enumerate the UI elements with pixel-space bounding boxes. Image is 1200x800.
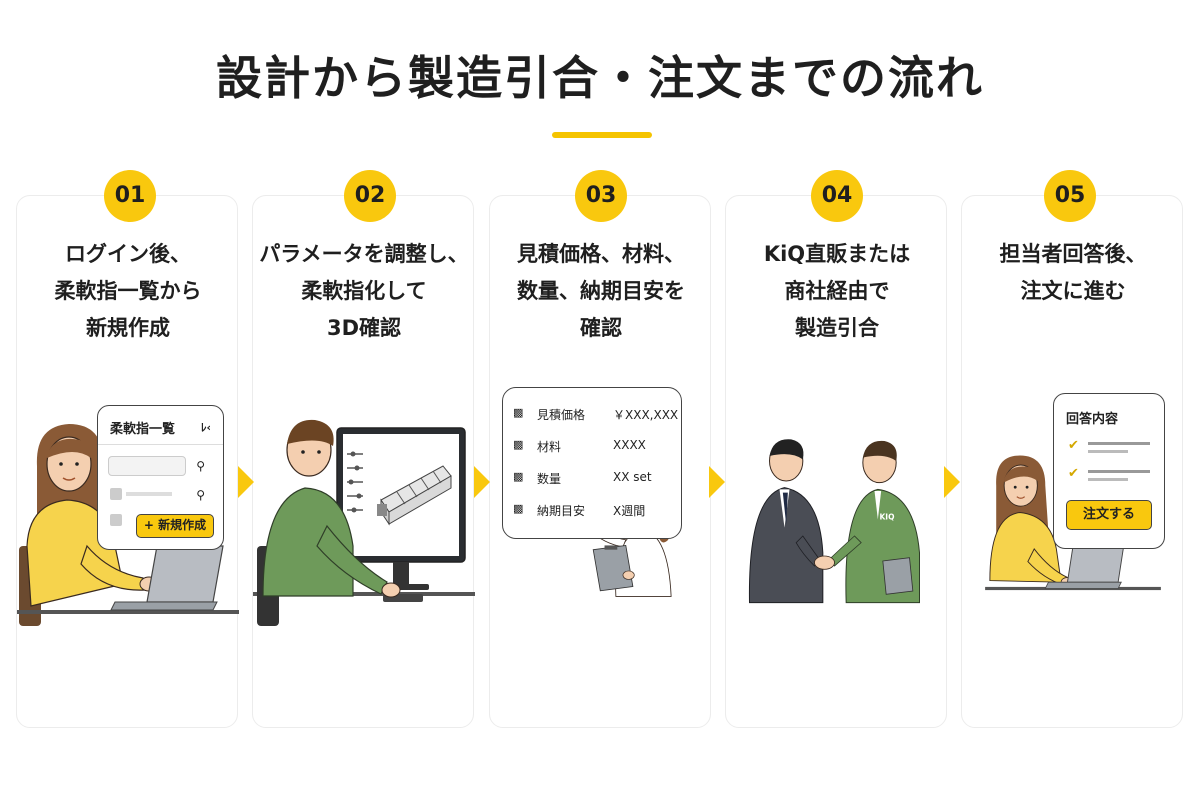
row-label: 数量 <box>537 472 562 486</box>
row-value: ￥XXX,XXX <box>613 408 679 422</box>
step-line: 確認 <box>580 316 622 340</box>
step-line: 3D確認 <box>326 316 402 340</box>
response-line <box>1088 478 1128 481</box>
response-line <box>1088 450 1128 453</box>
step-card-4: KiQ直販または 商社経由で 製造引合 KIQ <box>725 195 947 728</box>
search-icon[interactable]: ⚲ <box>196 459 205 473</box>
step-line: 注文に進む <box>1020 279 1126 303</box>
step-line: ログイン後、 <box>65 242 191 266</box>
step-line: 見積価格、材料、 <box>517 242 685 266</box>
step-badge-5: 05 <box>1044 170 1096 222</box>
step-line: 新規作成 <box>86 316 170 340</box>
page-title: 設計から製造引合・注文までの流れ <box>216 51 984 105</box>
step-card-2: パラメータを調整し、 柔軟指化して 3D確認 <box>252 195 475 728</box>
step-badge-2: 02 <box>344 170 396 222</box>
row-value: XX set <box>613 470 652 484</box>
panel-title: 回答内容 <box>1066 412 1119 427</box>
tag-icon: ▩ <box>513 502 524 515</box>
step-text: 担当者回答後、 注文に進む <box>962 236 1184 310</box>
step-line: 担当者回答後、 <box>999 242 1147 266</box>
step-badge-4: 04 <box>811 170 863 222</box>
woman-laptop-illustration <box>985 455 1161 591</box>
step-badge-3: 03 <box>575 170 627 222</box>
tag-icon: ▩ <box>513 470 524 483</box>
step-text: 見積価格、材料、 数量、納期目安を 確認 <box>490 236 712 347</box>
estimate-panel: ▩ 見積価格 ￥XXX,XXX ▩ 材料 XXXX ▩ 数量 XX set ▩ … <box>502 387 682 539</box>
row-label: 見積価格 <box>537 408 586 422</box>
row-label: 納期目安 <box>537 504 586 518</box>
response-panel: 回答内容 ✔ ✔ 注文する <box>1053 393 1165 549</box>
response-line <box>1088 470 1150 473</box>
panel-title: 柔軟指一覧 <box>110 422 176 437</box>
step-line: KiQ直販または <box>763 242 911 266</box>
tag-icon: ▩ <box>513 438 524 451</box>
step-line: 数量、納期目安を <box>517 279 685 303</box>
list-item-thumb <box>110 488 122 500</box>
step-line: 柔軟指一覧から <box>54 279 202 303</box>
title-underline <box>552 132 652 138</box>
step-line: 製造引合 <box>795 316 879 340</box>
row-value: XXXX <box>613 438 646 452</box>
kiq-logo-text: KIQ <box>880 512 895 521</box>
handshake-illustration: KIQ <box>748 439 920 604</box>
list-panel: 柔軟指一覧 ﾚ‹ ⚲ ⚲ + 新規作成 <box>97 405 224 550</box>
step-text: パラメータを調整し、 柔軟指化して 3D確認 <box>253 236 475 347</box>
step-line: パラメータを調整し、 <box>259 242 469 266</box>
order-button[interactable]: 注文する <box>1066 500 1152 530</box>
new-create-button[interactable]: + 新規作成 <box>136 514 214 538</box>
tag-icon: ▩ <box>513 406 524 419</box>
step-text: ログイン後、 柔軟指一覧から 新規作成 <box>17 236 239 347</box>
step-line: 柔軟指化して <box>301 279 427 303</box>
row-value: X週間 <box>613 504 646 518</box>
collapse-icon[interactable]: ﾚ‹ <box>200 421 211 434</box>
search-input[interactable] <box>108 456 186 476</box>
man-monitor-illustration <box>253 419 475 626</box>
row-label: 材料 <box>537 440 562 454</box>
arrow-right-icon <box>238 466 254 498</box>
response-line <box>1088 442 1150 445</box>
arrow-right-icon <box>944 466 960 498</box>
check-icon: ✔ <box>1068 438 1079 453</box>
step-badge-1: 01 <box>104 170 156 222</box>
list-item-thumb <box>110 514 122 526</box>
step-text: KiQ直販または 商社経由で 製造引合 <box>726 236 948 347</box>
arrow-right-icon <box>709 466 725 498</box>
step-line: 商社経由で <box>784 279 890 303</box>
check-icon: ✔ <box>1068 466 1079 481</box>
search-icon[interactable]: ⚲ <box>196 488 205 502</box>
list-item[interactable] <box>126 492 172 496</box>
arrow-right-icon <box>474 466 490 498</box>
